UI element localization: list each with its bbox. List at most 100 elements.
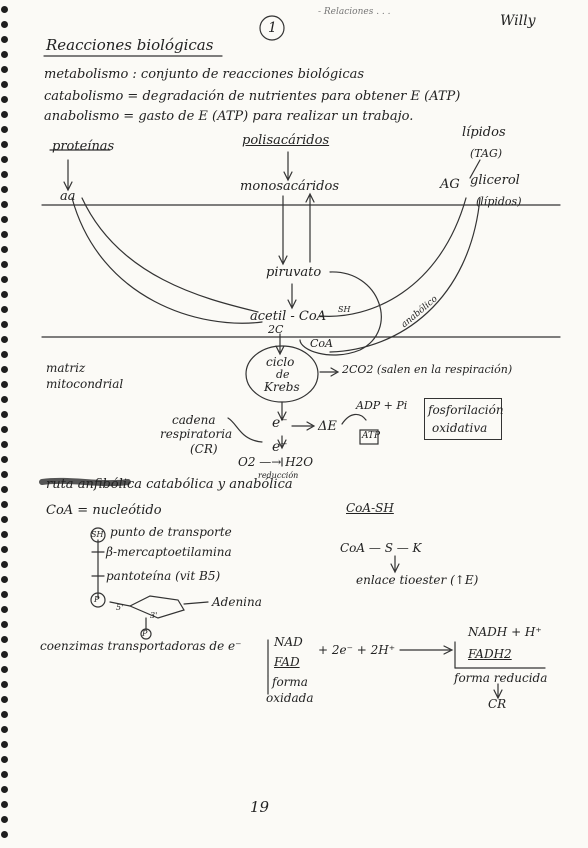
label-ag: AG [440, 177, 460, 192]
arrowhead [390, 563, 400, 574]
definition-catabolismo: catabolismo = degradación de nutrientes … [44, 89, 461, 104]
binding-hole [1, 741, 8, 748]
label-cadena: cadena [172, 413, 216, 427]
label-proteinas: proteínas [52, 139, 115, 154]
binding-hole [1, 231, 8, 238]
note-coa-def: CoA = nucleótido [46, 503, 162, 518]
transport-plus-electrons: + 2e⁻ + 2H⁺ [318, 643, 396, 657]
fosforilacion-box [424, 398, 502, 440]
author-name: Willy [500, 13, 536, 29]
note-coa-s-k: CoA — S — K [340, 541, 422, 555]
arrowhead [278, 255, 288, 266]
binding-hole [1, 636, 8, 643]
binding-hole [1, 261, 8, 268]
transport-fadh2: FADH2 [468, 647, 512, 661]
binding-hole [1, 411, 8, 418]
top-note: - Relaciones . . . [318, 7, 391, 17]
label-lipidos: lípidos [462, 125, 506, 140]
binding-hole [1, 381, 8, 388]
curve-aa-acetil [71, 197, 263, 324]
binding-hole [1, 666, 8, 673]
binding-hole [1, 591, 8, 598]
binding-hole [1, 126, 8, 133]
label-water: O2 —→ H2O [238, 455, 314, 469]
binding-hole [1, 201, 8, 208]
binding-hole [1, 81, 8, 88]
arrowhead [306, 421, 316, 431]
label-glicerol: glicerol [470, 173, 520, 188]
ribose-adenine-link [183, 601, 209, 605]
arrowhead [493, 689, 503, 700]
note-phos-2: P [142, 629, 148, 638]
arrowhead [277, 411, 287, 422]
binding-hole [1, 711, 8, 718]
label-co2: 2CO2 (salen en la respiración) [342, 363, 513, 376]
binding-hole [1, 351, 8, 358]
note-phos-1: P [94, 595, 100, 604]
curve-ag-acetil [319, 197, 467, 317]
label-polisacaridos: polisacáridos [242, 133, 330, 148]
binding-hole [1, 801, 8, 808]
note-coa-sh: CoA-SH [346, 501, 394, 515]
definition-anabolismo: anabolismo = gasto de E (ATP) para reali… [44, 109, 414, 124]
label-cr: (CR) [190, 442, 218, 456]
binding-hole [1, 726, 8, 733]
binding-hole [1, 6, 8, 13]
curve-piruvato-loop [299, 271, 382, 356]
arrowhead [275, 345, 285, 356]
label-fosforilacion: fosforilación [428, 403, 504, 417]
p-circle [90, 592, 106, 608]
binding-hole [1, 396, 8, 403]
p3-circle [140, 628, 152, 640]
binding-hole [1, 21, 8, 28]
label-piruvato: piruvato [266, 265, 322, 280]
binding-hole [1, 486, 8, 493]
binding-hole [1, 576, 8, 583]
page-number-circle [259, 15, 285, 41]
binding-hole [1, 561, 8, 568]
binding-hole [1, 456, 8, 463]
label-de: de [276, 368, 290, 381]
note-mercapto: β-mercaptoetilamina [106, 545, 232, 559]
note-five-prime: 5' [116, 603, 124, 612]
arrowhead [277, 439, 287, 450]
transport-forma-reducida: forma reducida [454, 671, 548, 685]
label-glicerol-sub: (lípidos) [476, 195, 522, 208]
label-reduccion: reducción [258, 471, 299, 480]
curve-cadena [227, 417, 263, 443]
binding-hole [1, 816, 8, 823]
transport-cr: CR [488, 697, 507, 711]
binding-hole [1, 66, 8, 73]
p-ribose-link [109, 601, 131, 607]
label-electron-1: e⁻ [272, 415, 288, 431]
binding-hole [1, 306, 8, 313]
binding-hole [1, 156, 8, 163]
note-sh: SH [91, 530, 104, 539]
note-ruta: ruta anfibólica catabólica y anabólica [46, 477, 293, 492]
note-pantoteina: pantoteína (vit B5) [106, 569, 221, 583]
label-delta-e: ΔE [318, 419, 337, 434]
sh-circle [90, 527, 106, 543]
note-three-prime: 3' [150, 611, 158, 620]
binding-hole [1, 681, 8, 688]
label-2c: 2C [268, 323, 284, 336]
note-sh-desc: punto de transporte [110, 525, 232, 539]
curve-glicerol [329, 197, 481, 353]
binding-hole [1, 246, 8, 253]
binding-hole [1, 621, 8, 628]
binding-hole [1, 426, 8, 433]
label-coa-sh-sup: SH [338, 305, 351, 314]
binding-hole [1, 111, 8, 118]
label-monosacaridos: monosacáridos [240, 179, 339, 194]
note-enlace: enlace tioester (↑E) [356, 573, 479, 587]
label-mitocondrial: mitocondrial [46, 377, 124, 391]
binding-hole [1, 771, 8, 778]
curve-adp-atp [341, 413, 367, 425]
label-adp-pi: ADP + Pi [356, 399, 408, 412]
binding-hole [1, 186, 8, 193]
transport-forma: forma [272, 675, 308, 689]
label-matriz: matriz [46, 361, 86, 375]
arrow-lipidos-ag [469, 159, 481, 179]
